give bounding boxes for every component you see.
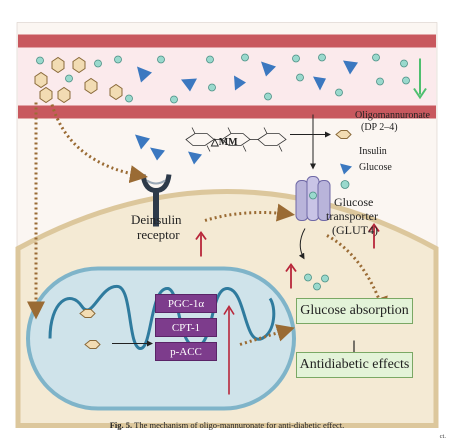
glut4-transporter-icon: [295, 176, 331, 221]
oligo-hexagon-icon: [34, 71, 48, 89]
mm-label: △MM: [211, 137, 238, 148]
oligo-hexagon-icon: [39, 86, 53, 104]
oligo-legend-dp: (DP 2–4): [361, 122, 398, 133]
insulin-legend-icon: [340, 163, 352, 175]
glucose-circles-intracellular: [304, 273, 329, 291]
cpt1-box: CPT-1: [155, 318, 217, 337]
oligo-legend-label: Oligomannuronate: [355, 110, 430, 121]
insulin-icon: [188, 151, 202, 165]
insulin-triangles-vessel: [137, 60, 358, 92]
oligo-hexagon-icon: [79, 309, 96, 318]
corner-text: ct.: [439, 433, 446, 440]
insulin-triangles-extracellular: [135, 134, 202, 165]
oligo-hexagon-icon: [72, 56, 86, 74]
glucose-legend-icon: [340, 180, 350, 189]
insulin-icon: [181, 78, 197, 92]
glucose-absorption-box: Glucose absorption: [296, 298, 413, 324]
oligo-hexagon-icon: [109, 83, 123, 101]
insulin-icon: [261, 61, 276, 77]
transporter-label-line2: transporter: [326, 209, 378, 223]
increase-arrow-icon: [368, 222, 380, 249]
oligo-legend-icon: [335, 130, 352, 139]
figure-caption: Fig. 5. The mechanism of oligo-mannurona…: [0, 420, 454, 430]
increase-arrow-icon: [195, 230, 207, 257]
glucose-circles-vessel: [36, 53, 410, 104]
insulin-icon: [234, 75, 246, 91]
insulin-icon: [150, 147, 165, 161]
pacc-box: p-ACC: [155, 342, 217, 361]
caption-text: The mechanism of oligo-mannuronate for a…: [134, 420, 345, 430]
transporter-label-line3: (GLUT4): [332, 223, 378, 237]
glucose-uptake-arrow: [298, 228, 306, 260]
caption-prefix: Fig. 5.: [109, 420, 133, 430]
insulin-icon: [343, 60, 358, 75]
mitochondrion: [26, 266, 296, 411]
oligo-hexagon-icon: [57, 86, 71, 104]
insulin-icon: [313, 76, 326, 91]
antidiabetic-effects-box: Antidiabetic effects: [296, 352, 413, 378]
pgc1a-box: PGC-1α: [155, 294, 217, 313]
insulin-legend-label: Insulin: [359, 146, 387, 157]
oligo-hexagon-icon: [84, 340, 101, 349]
oligo-hexagons-vessel: [34, 56, 123, 104]
decrease-arrow-icon: [413, 58, 427, 100]
insulin-icon: [137, 66, 152, 83]
receptor-label-line2: receptor: [137, 227, 180, 242]
insulin-icon: [135, 134, 150, 150]
glucose-legend-label: Glucose: [359, 162, 392, 173]
blood-vessel: [18, 34, 436, 119]
oligo-hexagon-icon: [51, 56, 65, 74]
oligo-hexagon-icon: [84, 77, 98, 95]
increase-arrow-icon: [285, 262, 297, 289]
mm-structure: [185, 127, 287, 152]
transporter-label-line1: Glucose: [334, 195, 374, 209]
increase-arrow-icon: [223, 304, 235, 395]
receptor-label-line1: Deinsulin: [131, 212, 182, 227]
